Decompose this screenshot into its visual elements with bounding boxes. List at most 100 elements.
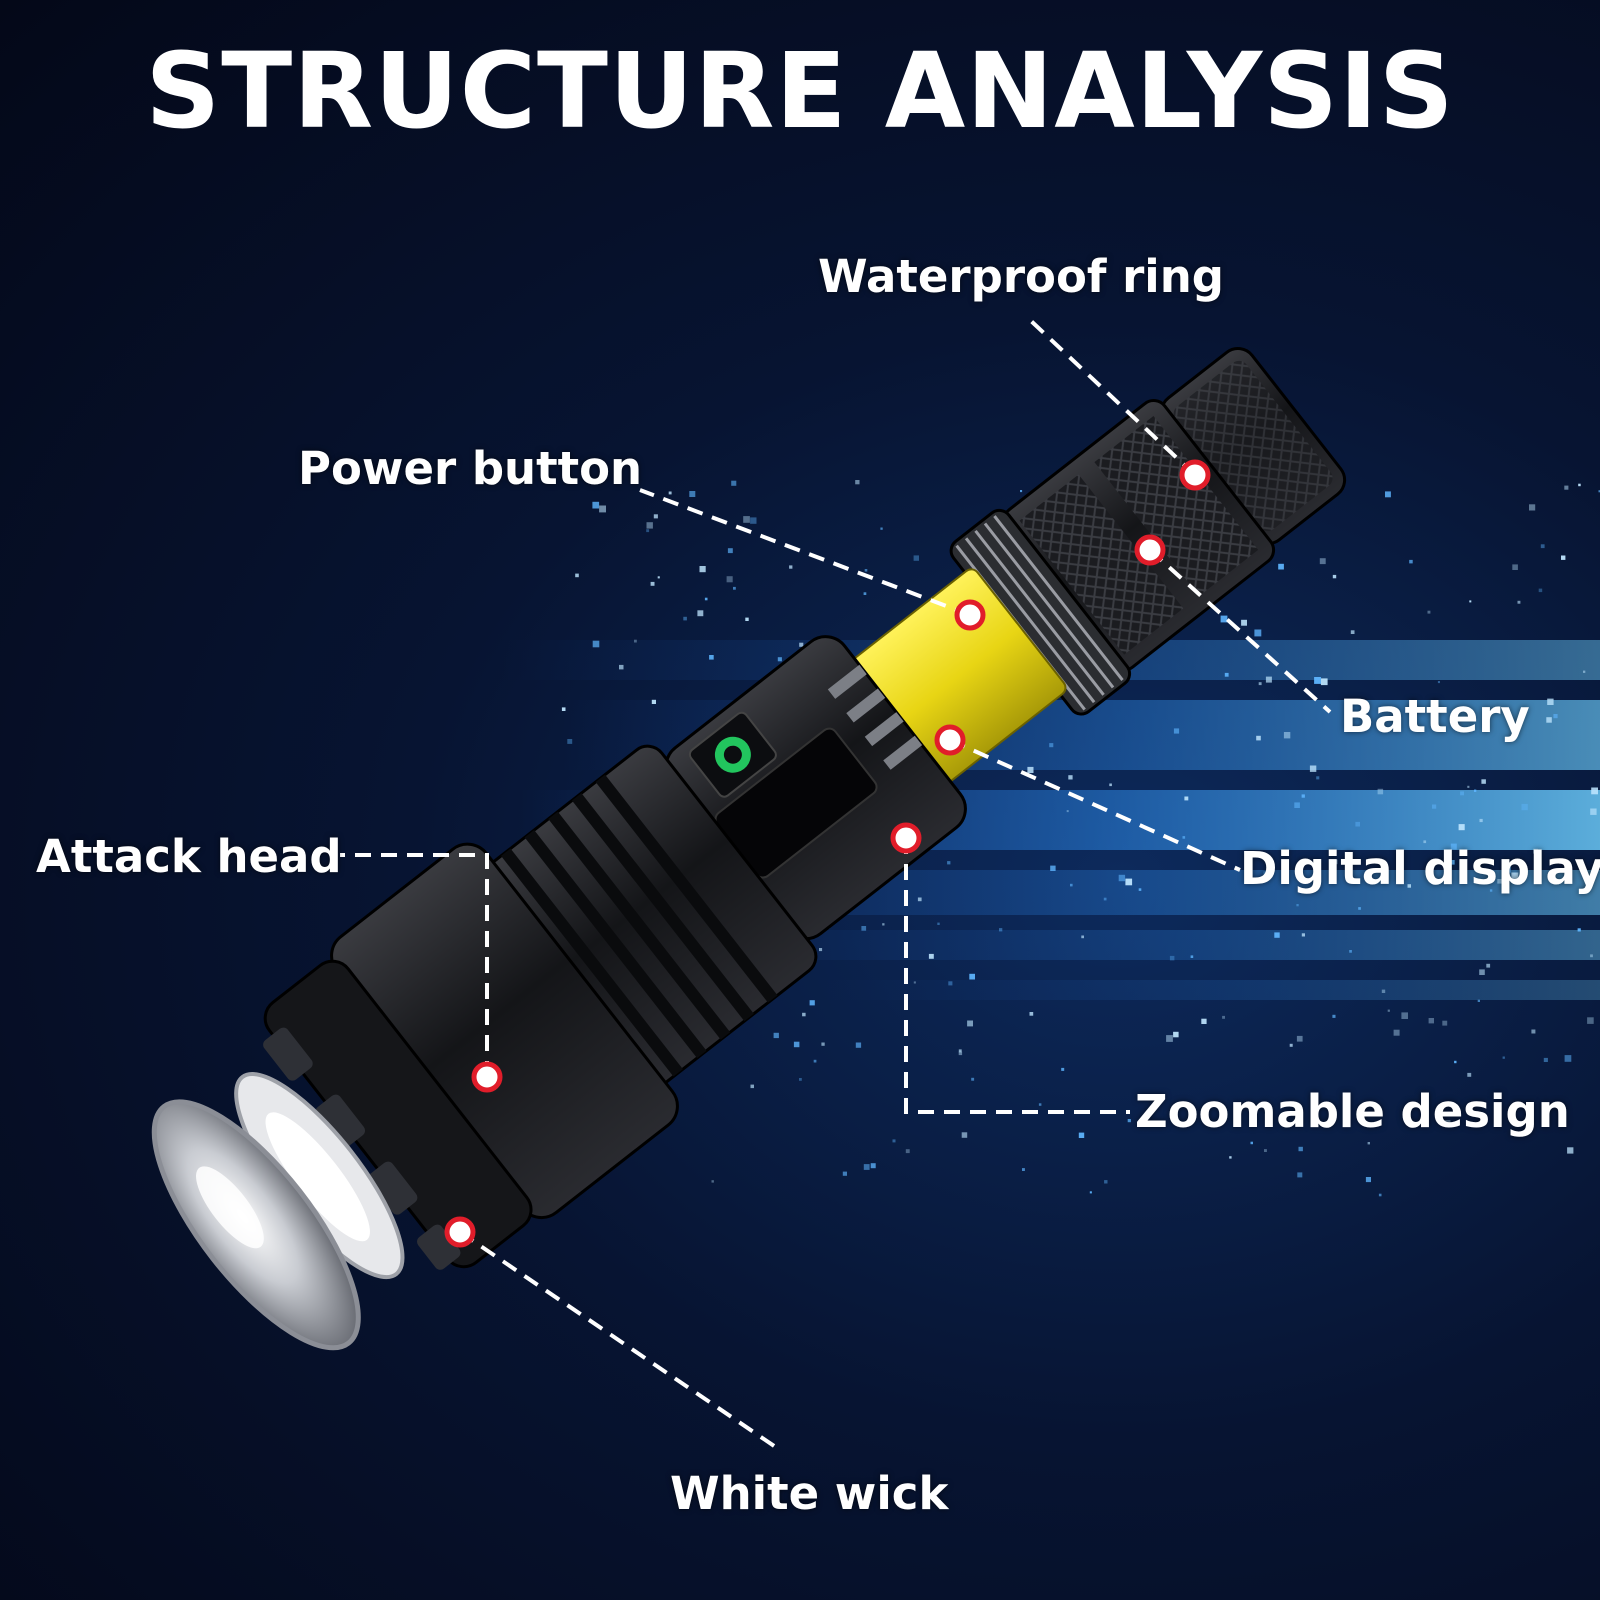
sparkle-particle [1190,955,1194,958]
sparkle-particle [1301,794,1305,798]
sparkle-particle [1598,490,1600,493]
sparkle-particle [1521,803,1528,811]
sparkle-particle [1309,765,1317,772]
sparkle-particle [1241,619,1247,626]
sparkle-particle [1256,735,1261,741]
sparkle-particle [1314,677,1321,684]
sparkle-particle [1423,840,1427,844]
sparkle-particle [745,617,749,621]
sparkle-particle [1477,999,1480,1002]
sparkle-particle [1349,950,1352,953]
sparkle-particle [1385,491,1391,498]
sparkle-particle [1173,1031,1179,1038]
sparkle-particle [592,640,600,648]
sparkle-particle [1547,698,1554,705]
sparkle-particle [863,592,867,595]
sparkle-particle [1358,907,1361,910]
sparkle-particle [1078,1132,1085,1138]
sparkle-particle [947,861,951,865]
light-streaks [500,640,1600,1000]
sparkle-particle [1166,1035,1173,1042]
sparkle-particle [668,491,672,495]
sparkle-particle [1504,866,1511,873]
sparkle-particle [1591,787,1598,795]
sparkle-particle [650,581,655,586]
sparkle-particle [575,573,579,578]
sparkle-particle [1027,766,1034,773]
sparkle-particle [1061,1067,1065,1071]
sparkle-particle [799,1078,802,1081]
sparkle-particle [809,1000,815,1006]
sparkle-particle [619,664,624,670]
sparkle-particle [861,926,867,931]
label-power-button: Power button [298,442,643,495]
sparkle-particle [704,597,708,601]
sparkle-particle [731,480,737,486]
sparkle-particle [1250,1141,1253,1145]
sparkle-particle [651,699,656,704]
sparkle-particle [842,1171,847,1176]
sparkle-particle [1489,889,1493,892]
sparkle-particle [1365,1177,1371,1183]
sparkle-particle [1127,1119,1131,1123]
sparkle-particle [1220,615,1228,623]
sparkle-particle [1298,1146,1303,1152]
sparkle-particle [1427,610,1431,614]
sparkle-particle [1070,883,1073,887]
sparkle-particle [697,610,704,617]
sparkle-particle [1437,681,1440,684]
sparkle-particle [1512,564,1518,570]
sparkle-particle [1173,728,1180,734]
sparkle-particle [1265,676,1272,683]
sparkle-particle [958,1051,963,1056]
label-digital-display: Digital display [1240,842,1600,895]
sparkle-particle [1296,904,1299,907]
sparkle-particle [1583,670,1586,673]
sparkle-particle [1020,490,1023,493]
label-attack-head: Attack head [36,830,342,883]
sparkle-particle [567,739,573,744]
sparkle-particle [1561,555,1566,560]
sparkle-particle [1393,1029,1400,1036]
sparkle-particle [750,517,757,524]
sparkle-particle [1038,1103,1042,1106]
sparkle-particle [855,480,860,485]
sparkle-particle [913,981,916,984]
label-waterproof-ring: Waterproof ring [818,250,1224,303]
sparkle-particle [1332,574,1337,579]
sparkle-particle [1332,1014,1336,1018]
sparkle-particle [1497,879,1502,884]
sparkle-particle [1467,785,1470,788]
sparkle-particle [892,1139,896,1143]
sparkle-particle [733,586,736,590]
sparkle-particle [864,569,868,572]
sparkle-particle [1469,600,1472,603]
sparkle-particle [1274,932,1280,938]
sparkle-particle [1517,600,1521,604]
sparkle-particle [1296,1035,1303,1042]
sparkle-particle [1590,808,1597,815]
sparkle-particle [870,1163,876,1169]
sparkle-particle [1407,884,1411,888]
sparkle-particle [1479,969,1485,975]
sparkle-particle [1222,1015,1225,1019]
sparkle-particle [1201,1018,1207,1024]
sparkle-particle [1474,789,1477,792]
sparkle-particle [1264,1149,1267,1152]
sparkle-particle [789,565,793,569]
sparkle-particle [1553,714,1558,719]
sparkle-particle [855,1042,862,1048]
sparkle-particle [1089,1191,1092,1194]
sparkle-particle [1428,1018,1434,1024]
sparkle-particle [1184,796,1189,801]
sparkle-particle [1350,630,1355,634]
sparkle-particle [1538,588,1543,593]
sparkle-particle [1103,897,1107,901]
sparkle-particle [1401,1012,1408,1019]
sparkle-particle [1529,504,1536,511]
sparkle-particle [1049,743,1054,748]
sparkle-particle [1367,1142,1370,1145]
sparkle-particle [1118,874,1126,882]
sparkle-particle [1546,717,1552,723]
